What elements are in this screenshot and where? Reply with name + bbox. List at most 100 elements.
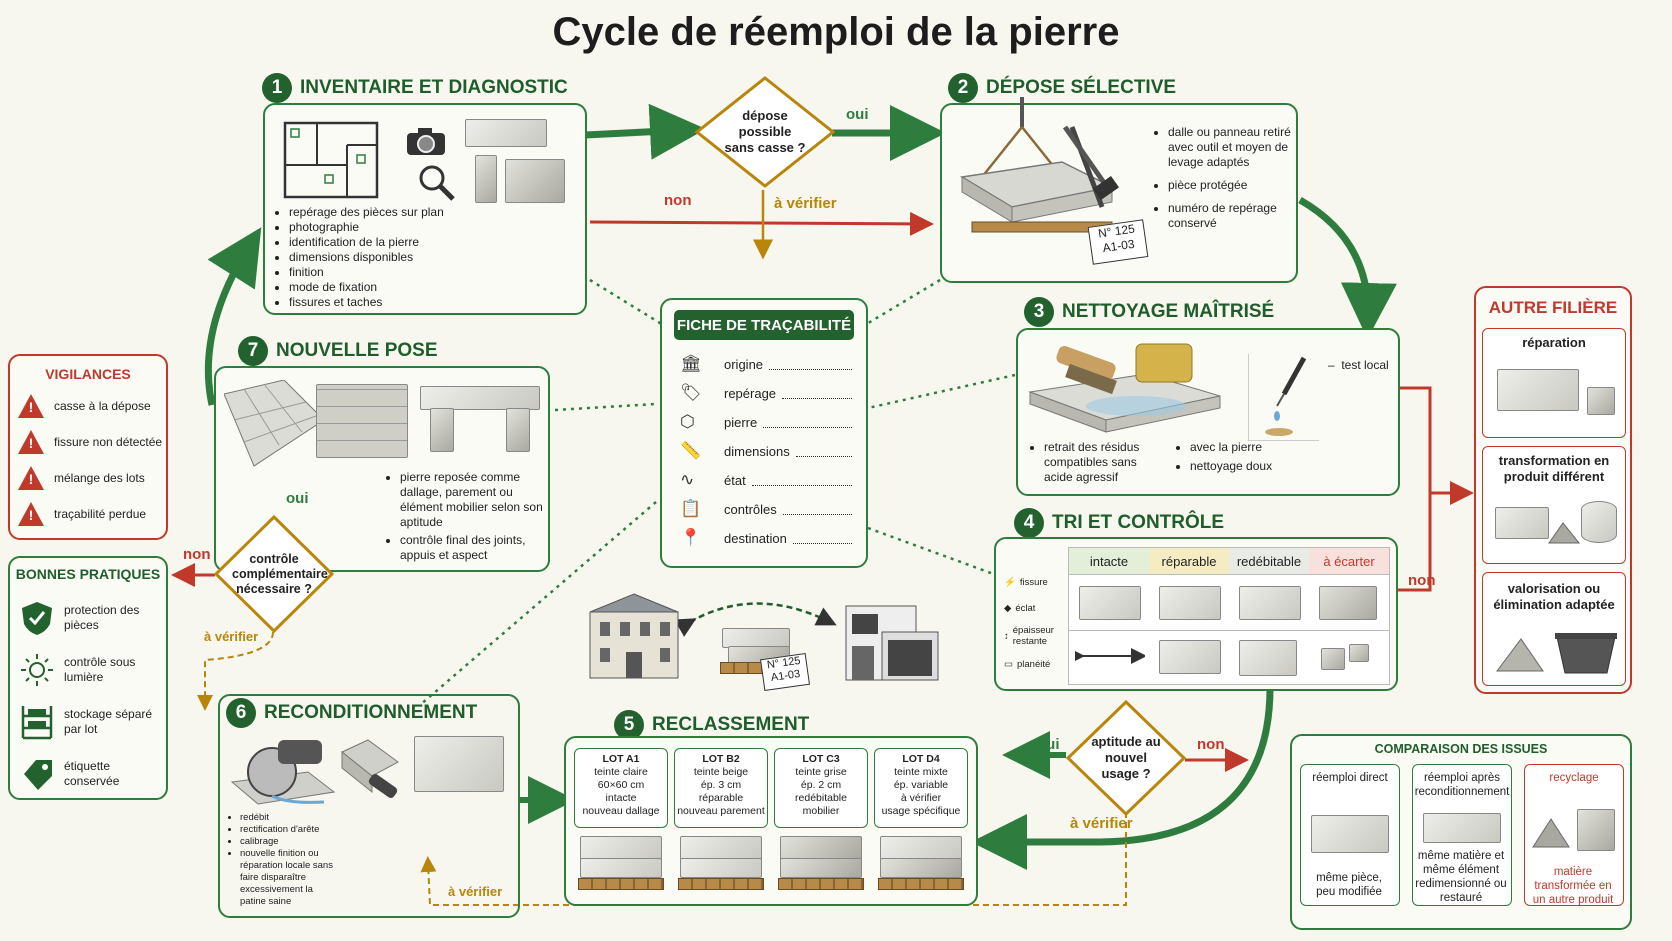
pin-icon: 📍 (680, 528, 702, 547)
stone-sample (1159, 586, 1221, 620)
step6-heading: 6 RECONDITIONNEMENT (226, 698, 477, 728)
modern-building-icon (845, 605, 939, 681)
lot-line: réparable (698, 792, 744, 804)
list-item: retrait des résidus compatibles sans aci… (1044, 440, 1164, 485)
stone-stack (880, 858, 962, 878)
criterion-label: éclat (1015, 602, 1036, 614)
step2-list: dalle ou panneau retiré avec outil et mo… (1154, 125, 1308, 231)
pallet (778, 878, 864, 890)
step-title: DÉPOSE SÉLECTIVE (986, 77, 1177, 98)
stone-bench-leg (430, 408, 454, 452)
bonnes-title: BONNES PRATIQUES (15, 566, 161, 582)
comparison-card: recyclage matière transformée en un autr… (1524, 764, 1624, 906)
test-note: – test local (1328, 358, 1389, 372)
lot-line: à vérifier (900, 792, 942, 804)
decision-diamond-shape (695, 76, 835, 188)
vigilance-label: traçabilité perdue (54, 506, 147, 521)
criterion-row: ▭planéité (1004, 651, 1070, 677)
practice-label: stockage séparé par lot (64, 707, 153, 736)
vigilance-label: mélange des lots (54, 470, 145, 485)
trace-field: pierre (724, 414, 758, 430)
step3-list-left: retrait des résidus compatibles sans aci… (1030, 440, 1164, 485)
lot-line: nouveau dallage (582, 805, 660, 817)
step7-list: pierre reposée comme dallage, parement o… (386, 470, 555, 563)
lot-line: 60×60 cm (597, 779, 645, 791)
stone-stack (780, 858, 862, 878)
practice-label: étiquette conservée (64, 759, 120, 788)
id-tag: N° 125 A1-03 (759, 652, 811, 692)
label-yes: oui (1037, 736, 1060, 753)
floor-plan-icon (283, 121, 379, 199)
decision-text: dépose possible sans casse ? (724, 108, 806, 155)
decision-depose: dépose possible sans casse ? (695, 76, 835, 188)
trace-row: 🏛origine (680, 352, 852, 376)
comparison-head: réemploi direct (1312, 772, 1388, 784)
step-number: 2 (948, 73, 978, 103)
criterion-row: ◆éclat (1004, 595, 1070, 621)
decision-controle: contrôle complémentaire nécessaire ? (214, 515, 334, 633)
comparison-head: recyclage (1549, 772, 1599, 784)
label-yes: oui (286, 490, 309, 507)
step-number: 4 (1014, 508, 1044, 538)
comparison-desc: matière transformée en un autre produit (1532, 866, 1614, 906)
autre-label: réparation (1522, 335, 1586, 350)
warning-icon: ! (18, 430, 44, 454)
old-building-icon (589, 593, 679, 679)
gravel-icon (1532, 818, 1570, 848)
lot-line: teinte beige (693, 766, 749, 778)
stone-repair (1497, 369, 1579, 411)
step2-card: N° 125 A1-03 dalle ou panneau retiré ave… (940, 97, 1298, 283)
trace-row: 📏dimensions (680, 439, 852, 463)
trace-row: 📍destination (680, 526, 852, 550)
test-label: test local (1341, 358, 1389, 372)
light-icon (21, 654, 53, 686)
comparaison-title: COMPARAISON DES ISSUES (1374, 742, 1548, 756)
lot-line: teinte grise (795, 766, 847, 778)
label-no: non (1408, 572, 1436, 589)
list-item: nettoyage doux (1190, 459, 1310, 474)
decision-text: contrôle complémentaire nécessaire ? (232, 551, 328, 596)
practice-label: contrôle sous lumière (64, 655, 136, 684)
step-title: NETTOYAGE MAÎTRISÉ (1062, 301, 1275, 322)
warning-icon: ! (18, 502, 44, 526)
stone-bench-top (420, 386, 540, 410)
traceability-title: FICHE DE TRAÇABILITÉ (674, 310, 854, 340)
fill-line (795, 446, 852, 457)
practice-item: stockage séparé par lot (20, 704, 160, 740)
stone-stack (880, 836, 962, 860)
label-check: à vérifier (774, 195, 837, 212)
criterion-row: ⚡fissure (1004, 569, 1070, 595)
flatness-icon: ▭ (1004, 658, 1013, 670)
list-item: avec la pierre (1190, 440, 1310, 455)
step-title: NOUVELLE POSE (276, 340, 438, 361)
stone-slab-icon (465, 119, 547, 147)
eclat-icon: ◆ (1004, 602, 1012, 614)
fissure-icon: ⚡ (1004, 576, 1016, 588)
column-a-ecarter: à écarter (1309, 548, 1389, 574)
lot-line: ép. 3 cm (700, 779, 742, 791)
stone-pieces (1495, 507, 1549, 539)
list-item: photographie (289, 220, 444, 235)
arrow-measure-icon (1075, 648, 1145, 664)
vigilance-item: !mélange des lots (18, 466, 145, 490)
trace-row: 📋contrôles (680, 497, 852, 521)
column-intacte: intacte (1069, 548, 1150, 574)
trace-row: ∿état (680, 468, 852, 492)
list-item: pierre reposée comme dallage, parement o… (400, 470, 555, 530)
label-tag-icon (24, 760, 52, 790)
step2-heading: 2 DÉPOSE SÉLECTIVE (948, 73, 1176, 103)
stone-sample (1239, 640, 1297, 676)
autre-filiere-panel: AUTRE FILIÈRE réparation transformation … (1474, 286, 1632, 694)
page-title: Cycle de réemploi de la pierre (552, 10, 1120, 54)
comparison-card: réemploi direct même pièce, peu modifiée (1300, 764, 1400, 906)
step3-heading: 3 NETTOYAGE MAÎTRISÉ (1024, 297, 1274, 327)
table-divider (1069, 630, 1389, 631)
list-item: calibrage (240, 836, 340, 848)
fill-line (792, 533, 852, 544)
list-item: finition (289, 265, 444, 280)
decision-aptitude: aptitude au nouvel usage ? (1066, 700, 1186, 816)
stone-sample (1159, 640, 1221, 674)
step3-list-right: avec la pierre nettoyage doux (1176, 440, 1310, 474)
step-title: INVENTAIRE ET DIAGNOSTIC (300, 77, 568, 98)
saw-illustration (230, 740, 336, 805)
